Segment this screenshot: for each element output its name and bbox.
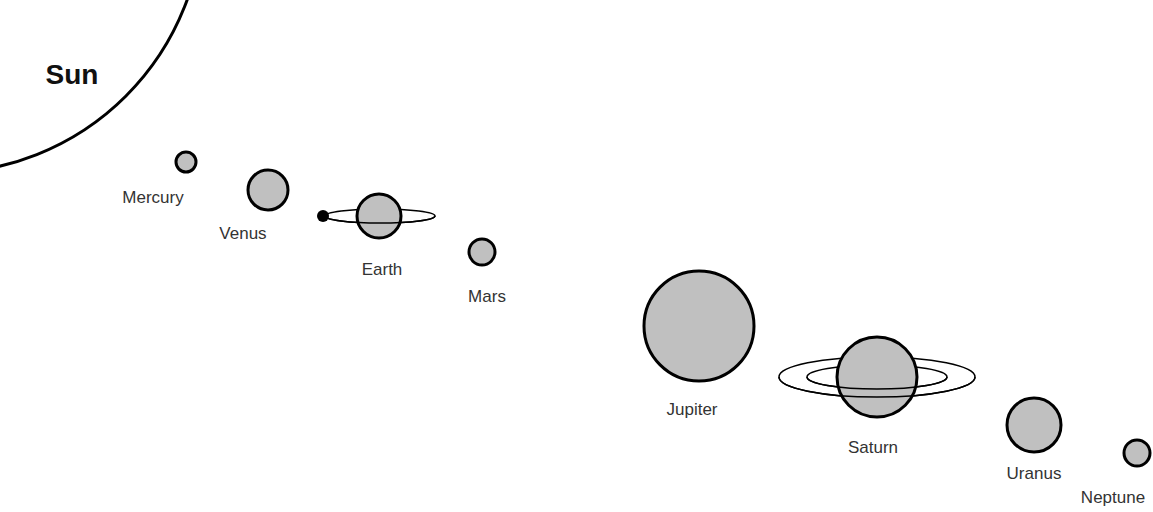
saturn-ring-front	[779, 377, 975, 397]
planet-label: Mercury	[122, 189, 183, 208]
mars-planet	[469, 239, 495, 265]
planet-label: Mars	[468, 288, 506, 307]
planet-label: Uranus	[1007, 465, 1062, 484]
earth-planet	[357, 194, 401, 238]
planet-label: Venus	[219, 225, 266, 244]
moon-orbit-front	[325, 216, 435, 223]
uranus-planet	[1007, 398, 1061, 452]
mercury-planet	[176, 152, 196, 172]
saturn-ring-front-inner	[807, 377, 947, 389]
planet-label: Earth	[362, 261, 403, 280]
planet-label: Saturn	[848, 439, 898, 458]
neptune-planet	[1124, 440, 1150, 466]
saturn-planet	[837, 337, 917, 417]
planet-label: Neptune	[1081, 489, 1145, 508]
planet-label: Jupiter	[666, 401, 717, 420]
sun-edge	[0, 0, 203, 173]
venus-planet	[248, 170, 288, 210]
jupiter-planet	[644, 271, 754, 381]
moon	[317, 210, 329, 222]
sun-label: Sun	[46, 60, 99, 91]
